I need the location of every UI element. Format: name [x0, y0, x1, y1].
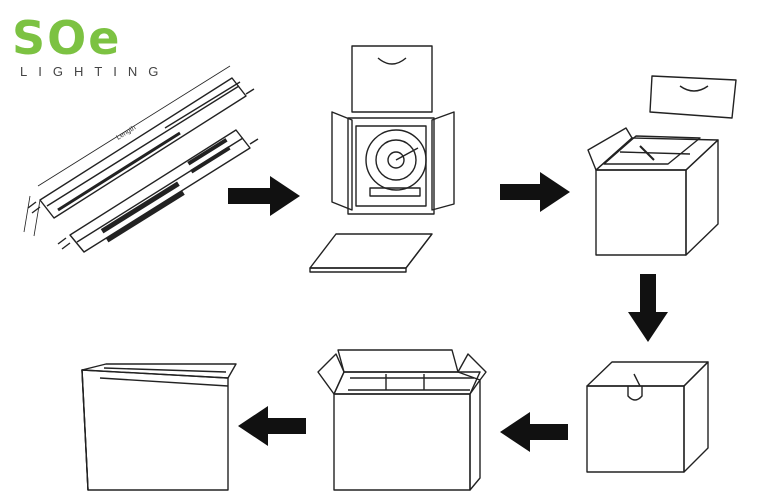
- arrow-down: [628, 274, 668, 342]
- open-inner-box: [309, 45, 455, 273]
- carton-with-inner-box: [587, 75, 737, 256]
- sealed-carton-small: [586, 361, 709, 473]
- arrow-left-1: [500, 412, 568, 452]
- led-chip-row: [100, 138, 231, 243]
- length-label: Length: [115, 124, 137, 141]
- sealed-master-carton: [81, 363, 237, 491]
- led-tube-drawing: [23, 65, 259, 253]
- brand-logo: SOe LIGHTING: [12, 11, 182, 79]
- arrow-right-2: [500, 172, 570, 212]
- logo-mark: SOe: [12, 11, 122, 65]
- arrow-left-2: [238, 406, 306, 446]
- master-carton-open: [317, 349, 487, 491]
- logo-subtitle: LIGHTING: [20, 64, 170, 79]
- arrow-right-1: [228, 176, 300, 216]
